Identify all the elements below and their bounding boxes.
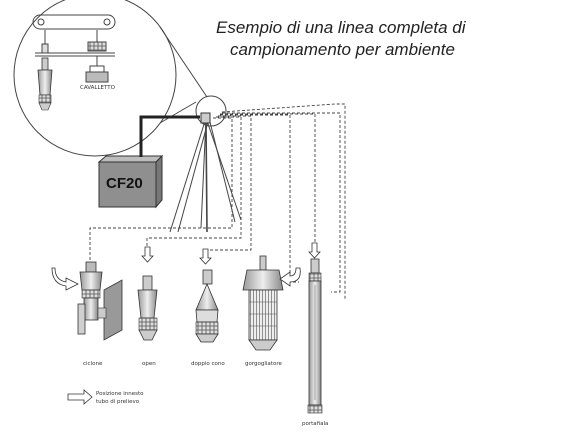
sampling-head-detail xyxy=(37,57,53,111)
open-label: open xyxy=(142,361,156,367)
ciclone-label: ciclone xyxy=(83,361,103,367)
ciclone-device xyxy=(51,261,123,341)
title-line-2: campionamento per ambiente xyxy=(230,40,455,59)
inlet-arrows xyxy=(141,242,321,265)
cf20-label: CF20 xyxy=(106,175,143,192)
legend-text-line-2: tubo di prelievo xyxy=(96,399,140,405)
tripod-stand xyxy=(169,112,242,233)
cavalletto-label: CAVALLETTO xyxy=(80,85,115,91)
hollow-arrow-down-icon xyxy=(308,242,321,259)
stand-schematic xyxy=(32,14,116,83)
cf20-unit-box xyxy=(97,154,164,209)
hollow-arrow-down-icon xyxy=(199,248,212,265)
dashed-hoses xyxy=(89,103,346,300)
title-line-1: Esempio di una linea completa di xyxy=(216,18,466,37)
hollow-arrow-down-icon xyxy=(141,246,154,263)
gorgogliatore-label: gorgogliatore xyxy=(245,361,282,367)
main-hose xyxy=(139,115,200,157)
portafiala-device xyxy=(307,258,323,414)
legend-text-line-1: Posizione innesto xyxy=(96,391,144,397)
hollow-arrow-right-icon xyxy=(67,389,93,405)
open-device xyxy=(137,275,158,341)
doppio-cono-label: doppio cono xyxy=(191,361,225,367)
portafiala-label: portafiala xyxy=(302,421,329,427)
doppio-cono-device xyxy=(195,269,219,343)
gorgogliatore-device xyxy=(242,255,301,351)
